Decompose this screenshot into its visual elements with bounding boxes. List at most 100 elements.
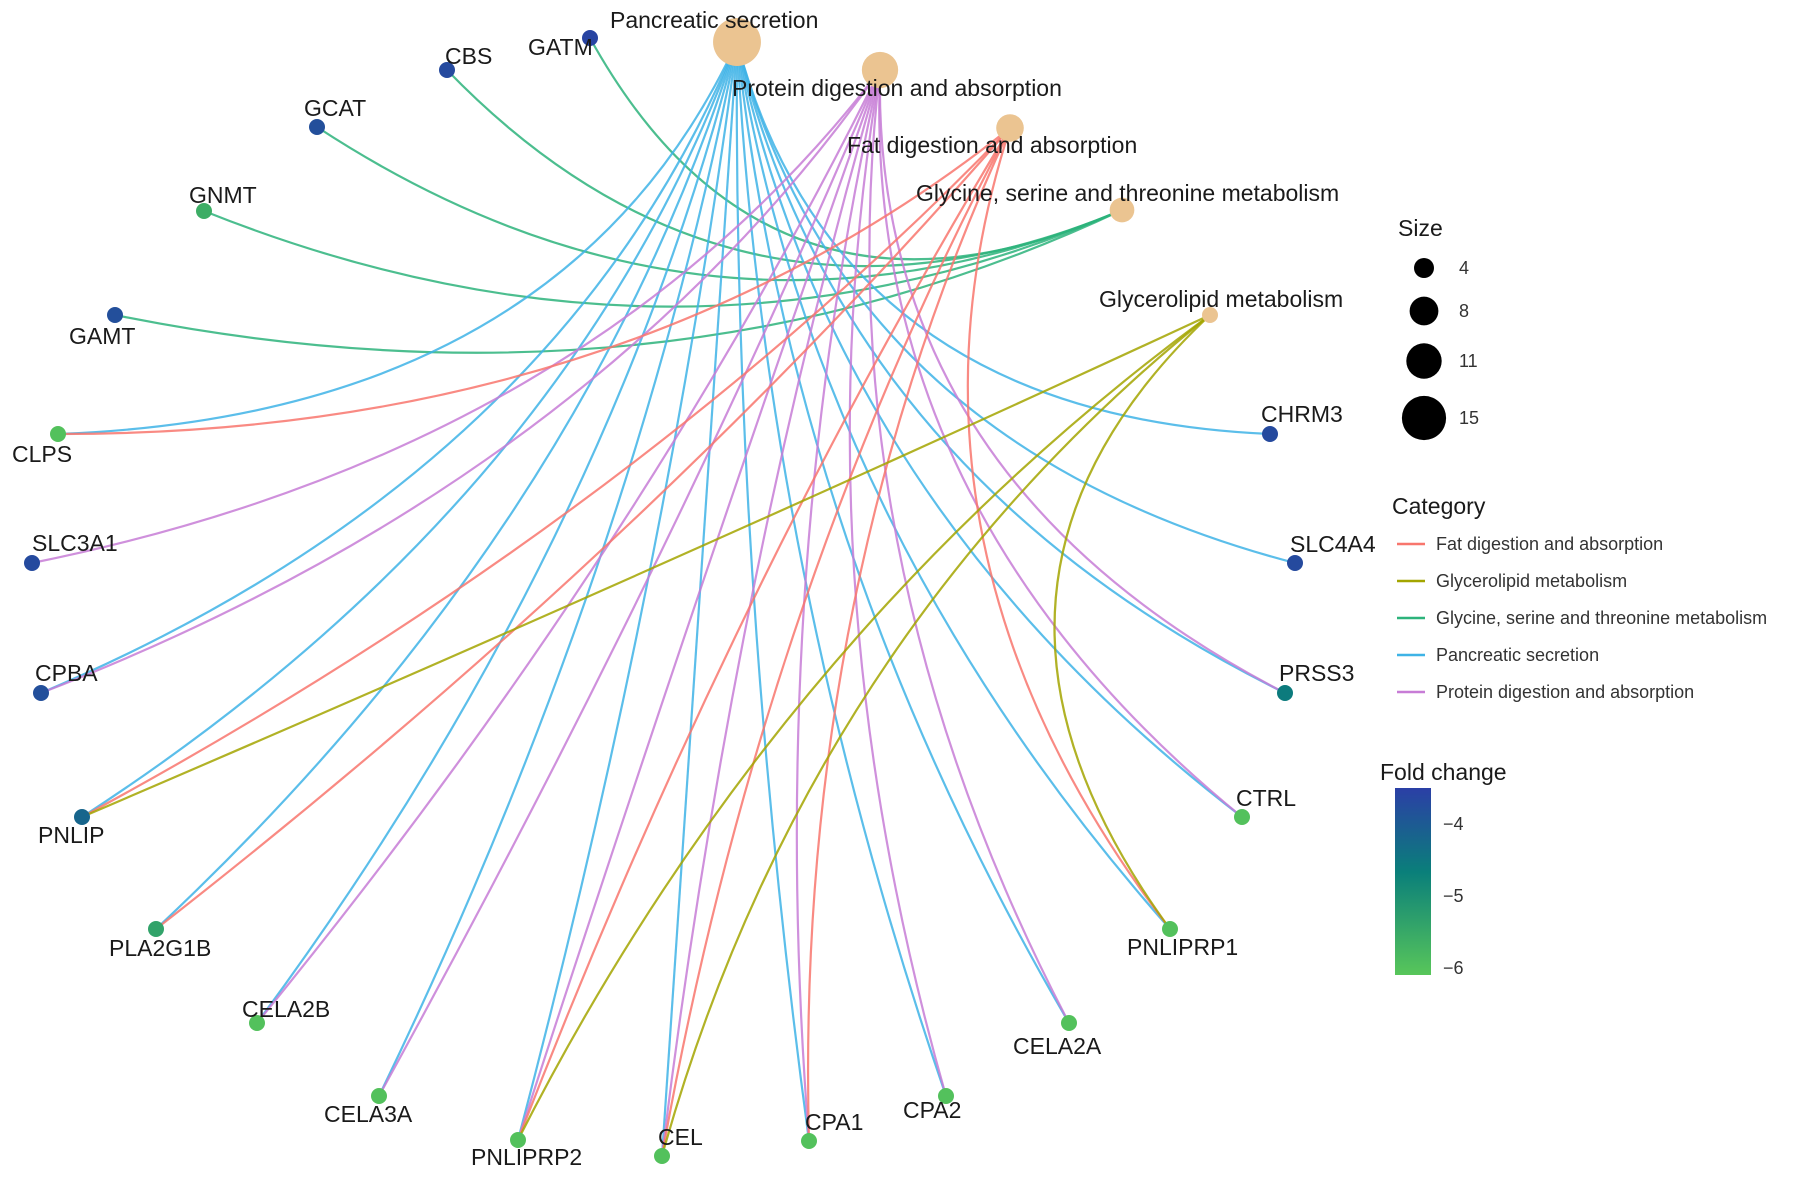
fold-change-legend-title: Fold change bbox=[1380, 759, 1507, 785]
gene-node-gatm[interactable] bbox=[582, 30, 598, 46]
edge-pancreatic-CELA3A bbox=[378, 41, 739, 1097]
gene-node-chrm3[interactable] bbox=[1262, 426, 1278, 442]
pathway-label-glycine: Glycine, serine and threonine metabolism bbox=[916, 180, 1339, 206]
gene-node-clps[interactable] bbox=[50, 426, 66, 442]
edge-fat-CEL bbox=[660, 127, 1011, 1157]
gene-label-slc3a1: SLC3A1 bbox=[32, 530, 118, 556]
edge-glycerolipid-PNLIP bbox=[81, 314, 1211, 819]
gene-node-cpba[interactable] bbox=[33, 685, 49, 701]
edge-glycerolipid-CEL bbox=[660, 314, 1211, 1157]
gene-node-gnmt[interactable] bbox=[196, 203, 212, 219]
size-legend-dot bbox=[1401, 395, 1447, 441]
category-legend-label-fat: Fat digestion and absorption bbox=[1436, 534, 1663, 554]
edge-glycine-GCAT bbox=[316, 126, 1123, 282]
edge-pancreatic-CPA2 bbox=[735, 41, 948, 1097]
gene-node-gamt[interactable] bbox=[107, 307, 123, 323]
edge-pancreatic-CEL bbox=[660, 41, 739, 1157]
edge-pancreatic-SLC4A4 bbox=[735, 41, 1296, 565]
edge-fat-PNLIPRP2 bbox=[516, 127, 1011, 1141]
pathway-label-pancreatic: Pancreatic secretion bbox=[610, 7, 818, 33]
size-legend-dot bbox=[1409, 296, 1439, 326]
edge-glycine-GAMT bbox=[114, 209, 1123, 354]
edge-pancreatic-PRSS3 bbox=[735, 41, 1286, 694]
edge-pancreatic-CLPS bbox=[57, 41, 738, 436]
category-legend-label-protein: Protein digestion and absorption bbox=[1436, 682, 1694, 702]
gene-node-pnliprp1[interactable] bbox=[1162, 921, 1178, 937]
gene-node-cela2a[interactable] bbox=[1061, 1015, 1077, 1031]
gene-label-gamt: GAMT bbox=[69, 323, 135, 349]
category-legend-label-glycine: Glycine, serine and threonine metabolism bbox=[1436, 608, 1767, 628]
gene-label-cpa1: CPA1 bbox=[805, 1109, 863, 1135]
gene-label-pnlip: PNLIP bbox=[38, 822, 104, 848]
gene-node-cela3a[interactable] bbox=[371, 1088, 387, 1104]
edge-protein-PRSS3 bbox=[878, 69, 1286, 694]
edge-protein-SLC3A1 bbox=[31, 69, 881, 565]
fold-change-tick-label: −4 bbox=[1443, 814, 1464, 834]
gene-node-prss3[interactable] bbox=[1277, 685, 1293, 701]
edge-protein-CELA2A bbox=[868, 69, 1070, 1024]
fold-change-tick-label: −5 bbox=[1443, 886, 1464, 906]
edge-glycine-CBS bbox=[446, 69, 1123, 268]
gene-node-gcat[interactable] bbox=[309, 119, 325, 135]
gene-node-pnlip[interactable] bbox=[74, 809, 90, 825]
edge-fat-PNLIP bbox=[81, 127, 1011, 818]
edge-pancreatic-CELA2A bbox=[735, 41, 1070, 1024]
gene-node-ctrl[interactable] bbox=[1234, 809, 1250, 825]
gene-label-cpa2: CPA2 bbox=[903, 1097, 961, 1123]
pathway-node-protein[interactable] bbox=[861, 51, 899, 89]
gene-node-cpa1[interactable] bbox=[801, 1133, 817, 1149]
category-legend-title: Category bbox=[1392, 493, 1486, 519]
category-legend-label-glycerolipid: Glycerolipid metabolism bbox=[1436, 571, 1627, 591]
gene-node-layer: GATMCBSGCATGNMTGAMTCLPSSLC3A1CPBAPNLIPPL… bbox=[12, 30, 1376, 1170]
gene-node-cel[interactable] bbox=[654, 1148, 670, 1164]
fold-change-colorbar bbox=[1395, 788, 1431, 975]
size-legend-value: 8 bbox=[1459, 301, 1469, 321]
pathway-node-glycine[interactable] bbox=[1109, 197, 1135, 223]
edge-pancreatic-CPBA bbox=[40, 41, 739, 695]
pathway-node-glycerolipid[interactable] bbox=[1202, 307, 1218, 323]
size-legend-title: Size bbox=[1398, 215, 1443, 241]
pathway-label-protein: Protein digestion and absorption bbox=[732, 75, 1062, 101]
gene-node-cela2b[interactable] bbox=[249, 1015, 265, 1031]
edge-glycerolipid-PNLIPRP1 bbox=[1053, 314, 1211, 930]
gene-node-pnliprp2[interactable] bbox=[510, 1132, 526, 1148]
gene-label-cpba: CPBA bbox=[35, 660, 98, 686]
gene-label-cela2b: CELA2B bbox=[242, 996, 330, 1022]
pathway-label-glycerolipid: Glycerolipid metabolism bbox=[1099, 286, 1343, 312]
gene-node-cpa2[interactable] bbox=[938, 1088, 954, 1104]
edge-protein-CELA2B bbox=[256, 69, 881, 1024]
pathway-node-pancreatic[interactable] bbox=[713, 18, 761, 66]
edge-pancreatic-PNLIPRP1 bbox=[735, 41, 1171, 930]
edge-pancreatic-CPA1 bbox=[735, 41, 811, 1142]
gene-label-cbs: CBS bbox=[445, 43, 492, 69]
edge-protein-CPA2 bbox=[848, 69, 948, 1097]
edge-pancreatic-CHRM3 bbox=[735, 41, 1271, 436]
fold-change-tick-label: −6 bbox=[1443, 958, 1464, 978]
gene-label-slc4a4: SLC4A4 bbox=[1290, 531, 1376, 557]
gene-node-pla2g1b[interactable] bbox=[148, 921, 164, 937]
edge-fat-CLPS bbox=[57, 127, 1011, 436]
gene-label-gcat: GCAT bbox=[304, 95, 366, 121]
edge-pancreatic-PLA2G1B bbox=[155, 41, 739, 930]
gene-label-pnliprp1: PNLIPRP1 bbox=[1127, 934, 1238, 960]
size-legend-value: 11 bbox=[1459, 351, 1478, 371]
size-legend-dot bbox=[1406, 343, 1442, 379]
pathway-node-fat[interactable] bbox=[996, 114, 1024, 142]
edge-protein-CPA1 bbox=[795, 69, 882, 1142]
gene-label-pnliprp2: PNLIPRP2 bbox=[471, 1144, 582, 1170]
gene-label-cela2a: CELA2A bbox=[1013, 1033, 1102, 1059]
edge-fat-CPA1 bbox=[806, 127, 1011, 1142]
gene-label-clps: CLPS bbox=[12, 441, 72, 467]
gene-label-gnmt: GNMT bbox=[189, 182, 257, 208]
gene-node-slc4a4[interactable] bbox=[1287, 555, 1303, 571]
gene-label-ctrl: CTRL bbox=[1236, 785, 1296, 811]
edge-protein-CELA3A bbox=[378, 69, 882, 1097]
size-legend-dot bbox=[1414, 258, 1434, 278]
gene-node-slc3a1[interactable] bbox=[24, 555, 40, 571]
gene-node-cbs[interactable] bbox=[439, 62, 455, 78]
edge-fat-PLA2G1B bbox=[155, 127, 1011, 930]
edge-pancreatic-CTRL bbox=[735, 41, 1243, 818]
